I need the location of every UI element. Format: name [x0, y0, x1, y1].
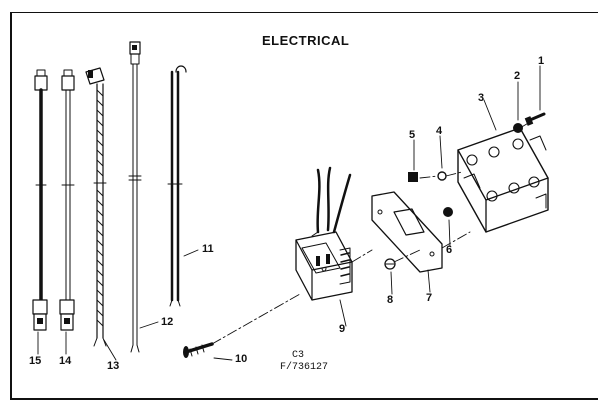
wire-harness-11 — [167, 65, 187, 307]
braided-wire-13 — [85, 67, 107, 347]
cover-plate-7 — [371, 191, 443, 273]
screw-1 — [524, 112, 546, 126]
nut-6 — [443, 207, 453, 217]
diagram-title: ELECTRICAL — [262, 33, 350, 48]
callout-3: 3 — [478, 92, 485, 104]
diagram-frame — [10, 12, 598, 400]
callout-14: 14 — [59, 355, 72, 367]
callout-5: 5 — [409, 129, 416, 141]
diagram-code: C3 — [292, 350, 305, 361]
callout-4: 4 — [436, 125, 443, 137]
screw-10 — [183, 342, 214, 358]
wire-harness-12 — [128, 41, 142, 353]
nut-5 — [408, 172, 418, 182]
callout-2: 2 — [514, 70, 521, 82]
callout-6: 6 — [446, 244, 453, 256]
callout-9: 9 — [339, 323, 346, 335]
outlet-receptacle-9 — [295, 166, 353, 301]
washer-4 — [437, 171, 447, 181]
screw-8 — [384, 258, 396, 270]
callout-11: 11 — [202, 243, 214, 255]
callout-1: 1 — [538, 55, 545, 67]
junction-box-3 — [457, 127, 549, 233]
callout-8: 8 — [387, 294, 394, 306]
leader-lines — [37, 65, 541, 361]
assembly-center-lines — [211, 121, 531, 345]
diagram-reference: F/736127 — [280, 362, 329, 373]
nut-2 — [513, 123, 523, 133]
wire-harness-15 — [32, 69, 48, 331]
callout-15: 15 — [29, 355, 42, 367]
callout-10: 10 — [235, 353, 248, 365]
callout-13: 13 — [107, 360, 120, 372]
callout-7: 7 — [426, 292, 433, 304]
callout-12: 12 — [161, 316, 174, 328]
wire-harness-14 — [59, 69, 75, 331]
